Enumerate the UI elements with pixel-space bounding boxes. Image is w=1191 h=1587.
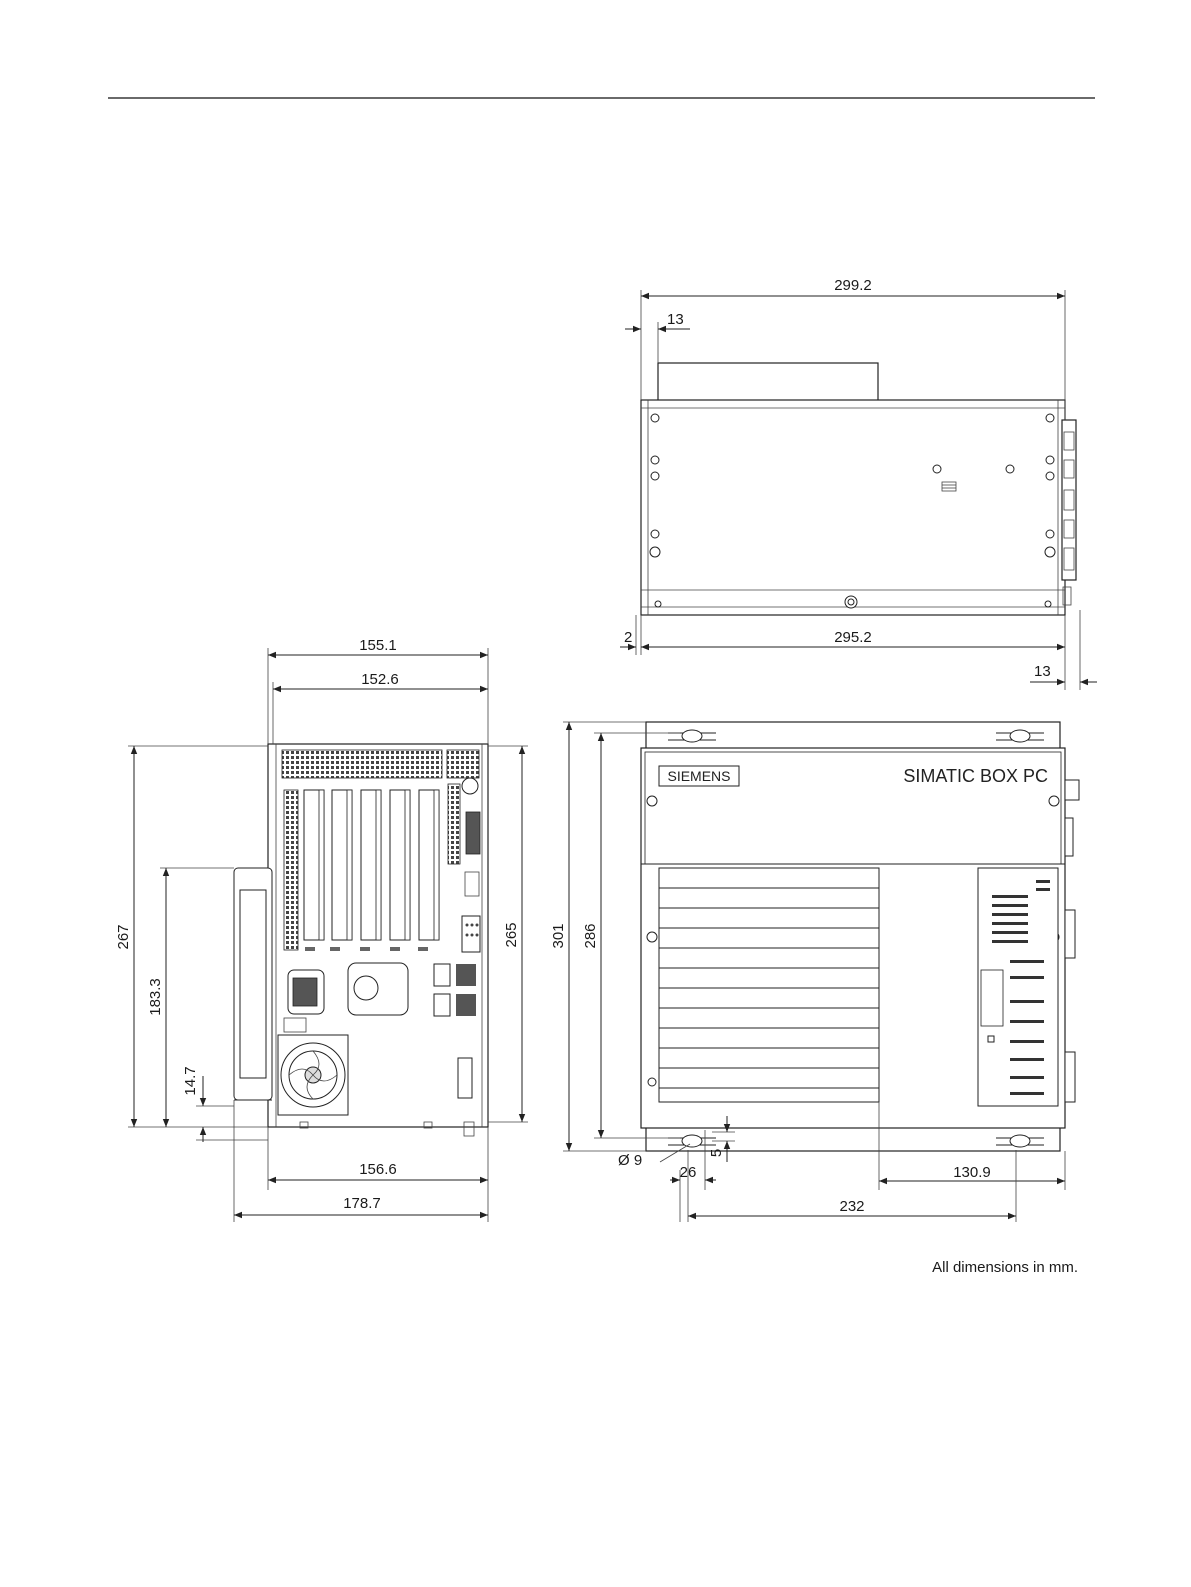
dim-front-hole-spacing: 232: [839, 1198, 864, 1215]
dim-top-base: 295.2: [834, 629, 872, 646]
top-view: [641, 363, 1076, 615]
brand-label: SIEMENS: [667, 768, 730, 784]
dim-side-width-outer: 155.1: [359, 637, 397, 654]
front-view: SIEMENS SIMATIC BOX PC: [641, 722, 1079, 1151]
dim-front-height-outer: 301: [550, 923, 567, 948]
dim-side-drive-height: 183.3: [147, 978, 164, 1016]
dim-front-hole-dia: Ø 9: [618, 1152, 642, 1169]
dim-front-hole-edge: 26: [680, 1164, 697, 1181]
dim-side-bottom-outer: 178.7: [343, 1195, 381, 1212]
product-label: SIMATIC BOX PC: [903, 766, 1048, 786]
dim-side-foot: 14.7: [182, 1066, 199, 1095]
dim-front-right: 130.9: [953, 1164, 991, 1181]
side-view: [234, 744, 488, 1136]
footer-note: All dimensions in mm.: [932, 1259, 1078, 1276]
dim-side-height-left: 267: [115, 924, 132, 949]
dim-side-bottom-inner: 156.6: [359, 1161, 397, 1178]
dim-side-width-inner: 152.6: [361, 671, 399, 688]
dim-top-offset-left: 13: [667, 311, 684, 328]
dim-front-hole-offset: 5: [708, 1149, 725, 1157]
dim-side-height-right: 265: [503, 922, 520, 947]
dim-top-offset-right: 13: [1034, 663, 1051, 680]
dim-top-overall: 299.2: [834, 277, 872, 294]
dim-front-height-inner: 286: [582, 923, 599, 948]
dim-top-gap-left: 2: [624, 629, 632, 646]
